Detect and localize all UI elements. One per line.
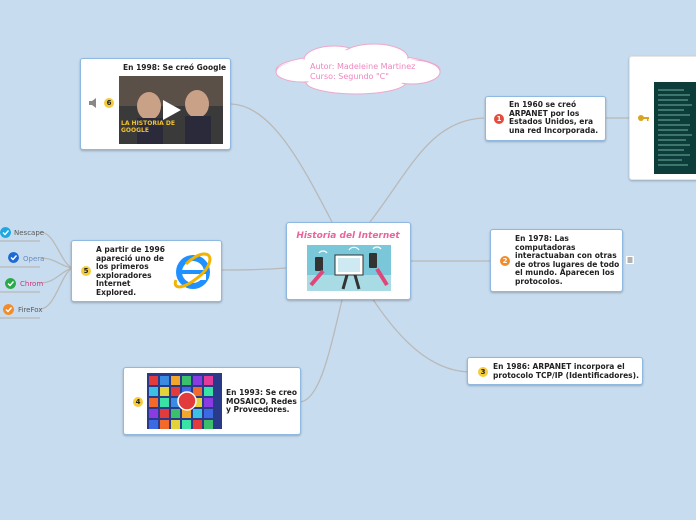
course-line: Curso: Segundo "C" (310, 72, 389, 81)
author-line: Autor: Madeleine Martinez (310, 62, 416, 71)
browser-netscape: Nescape (14, 229, 45, 237)
badge-5: 5 (81, 266, 91, 276)
badge-6: 6 (104, 98, 114, 108)
badge-4: 4 (133, 397, 143, 407)
author-cloud (275, 43, 441, 95)
link-5 (221, 267, 287, 271)
node-1960-arpanet[interactable] (485, 96, 606, 141)
badge-3: 3 (478, 367, 488, 377)
link-1 (369, 117, 485, 223)
social-icons-image (147, 373, 222, 429)
node-5-text: A partir de 1996 apareció uno de los pri… (96, 245, 165, 297)
chrome-icon (5, 278, 16, 289)
opera-icon (8, 252, 19, 263)
internet-explorer-logo (173, 252, 212, 289)
link-browser-1 (39, 231, 73, 269)
node-1978-protocols[interactable] (490, 229, 623, 292)
link-browser-4 (39, 267, 73, 310)
author-note: Autor: Madeleine Martinez Curso: Segundo… (310, 62, 415, 82)
link-4 (299, 299, 343, 403)
node-3-text: En 1986: ARPANET incorpora el protocolo … (493, 362, 639, 380)
link-browser-2 (39, 257, 73, 269)
speaker-icon[interactable] (88, 98, 100, 108)
browser-chrome: Chrom (20, 280, 44, 288)
browser-firefox: FireFox (18, 306, 43, 314)
node-4-text: En 1993: Se creo MOSAICO, Redes y Provee… (226, 388, 298, 414)
google-video-thumbnail[interactable] (119, 76, 223, 144)
netscape-icon (0, 227, 11, 238)
link-3 (371, 297, 469, 373)
link-browser-3 (39, 267, 73, 284)
node-1-text: En 1960 se creó ARPANET por los Estados … (509, 100, 599, 135)
firefox-icon (3, 304, 14, 315)
central-title: Historia del Internet (296, 231, 400, 241)
google-video-caption: LA HISTORIA DE GOOGLE (121, 120, 175, 134)
key-icon (638, 115, 649, 121)
document-image (654, 82, 696, 174)
badge-1: 1 (494, 114, 504, 124)
node-2-text: En 1978: Las computadoras interactuaban … (515, 234, 620, 286)
badge-2: 2 (500, 256, 510, 266)
notes-icon[interactable] (626, 256, 634, 264)
internet-illustration (307, 245, 391, 291)
link-6 (230, 103, 333, 223)
node-1986-tcpip[interactable] (467, 357, 643, 385)
node-6-text: En 1998: Se creó Google (123, 63, 227, 72)
browser-opera: Opera (23, 255, 45, 263)
